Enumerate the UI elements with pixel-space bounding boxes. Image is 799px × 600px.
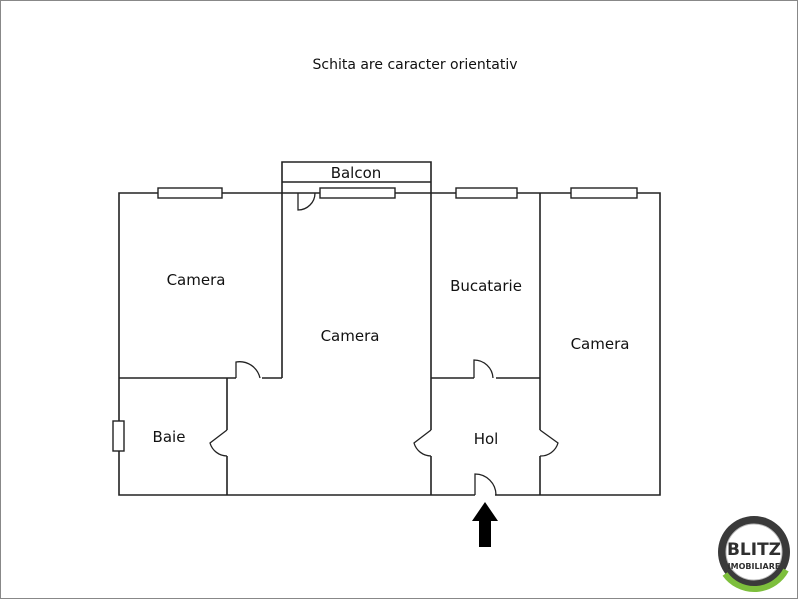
blitz-logo: BLITZ IMOBILIARE: [718, 516, 790, 593]
door-hol-left: [413, 429, 432, 457]
plan-title: Schita are caracter orientativ: [312, 57, 517, 73]
entry-arrow-icon: [472, 502, 498, 547]
window-bucatarie: [455, 187, 518, 199]
logo-green-arc: [722, 568, 789, 593]
window-camera-right: [570, 187, 638, 199]
window-baie: [112, 420, 125, 452]
room-label-camera-center: Camera: [321, 327, 380, 345]
logo-brand-text: BLITZ: [727, 540, 781, 560]
door-camera-left: [235, 361, 261, 379]
door-baie: [209, 429, 228, 457]
window-camera-center: [319, 187, 396, 199]
balcony-wall: [281, 161, 432, 193]
window-camera-left: [157, 187, 223, 199]
door-bucatarie: [473, 359, 494, 379]
room-label-camera-left: Camera: [167, 271, 226, 289]
room-label-hol: Hol: [474, 430, 499, 448]
door-hol-right: [539, 429, 559, 457]
room-label-baie: Baie: [153, 428, 186, 446]
logo-sub-text: IMOBILIARE: [728, 562, 781, 571]
door-entry: [474, 473, 497, 496]
room-label-bucatarie: Bucatarie: [450, 277, 522, 295]
room-label-camera-right: Camera: [571, 335, 630, 353]
door-balcony: [297, 192, 316, 211]
room-label-balcon: Balcon: [331, 164, 382, 182]
logo-inner-disc: [725, 523, 783, 581]
